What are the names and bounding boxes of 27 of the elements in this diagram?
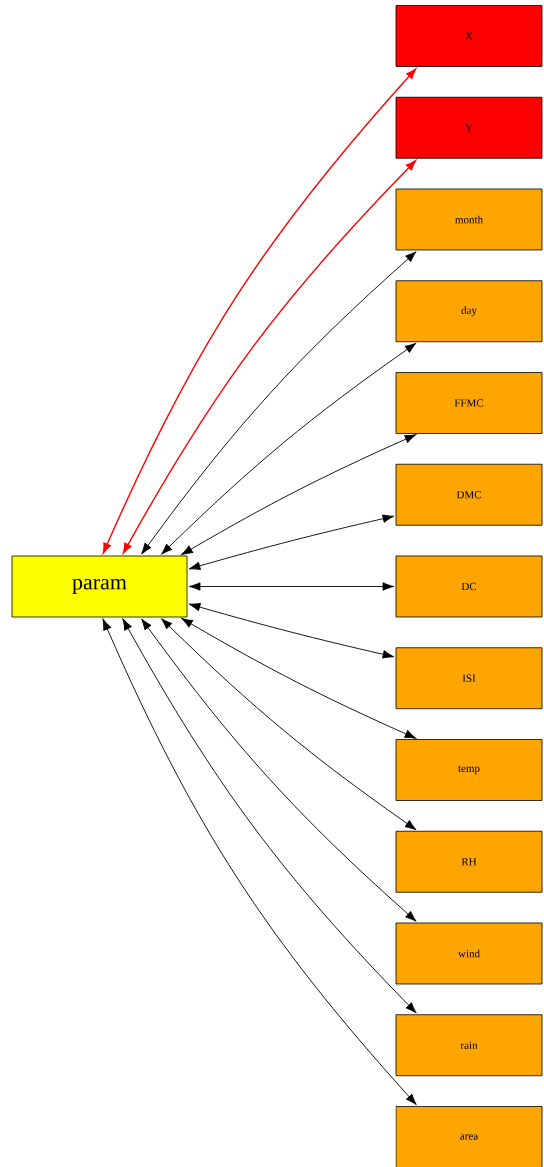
arrow bbox=[188, 602, 395, 659]
arrow bbox=[102, 618, 417, 1106]
node-box: temp bbox=[395, 739, 543, 801]
node-box: rain bbox=[395, 1014, 543, 1077]
node-box: X bbox=[395, 5, 543, 67]
node-box: wind bbox=[395, 922, 543, 985]
arrow bbox=[181, 434, 417, 556]
arrow bbox=[188, 514, 395, 570]
arrow bbox=[161, 618, 417, 831]
center-box: param bbox=[11, 555, 188, 618]
node-box: FFMC bbox=[395, 372, 543, 434]
arrow bbox=[141, 251, 417, 555]
node-box: DMC bbox=[395, 463, 543, 526]
node-box: area bbox=[395, 1106, 543, 1167]
arrow bbox=[102, 68, 417, 554]
node-box: RH bbox=[395, 830, 543, 893]
node-box: DC bbox=[395, 555, 543, 618]
arrow bbox=[161, 342, 417, 555]
arrow bbox=[141, 618, 417, 922]
node-box: month bbox=[395, 188, 543, 251]
node-box: ISI bbox=[395, 647, 543, 710]
arrow bbox=[122, 618, 417, 1014]
arrow bbox=[181, 617, 417, 739]
arrow bbox=[122, 160, 417, 554]
node-box: Y bbox=[395, 96, 543, 159]
arrow bbox=[188, 582, 395, 591]
node-box: day bbox=[395, 280, 543, 343]
